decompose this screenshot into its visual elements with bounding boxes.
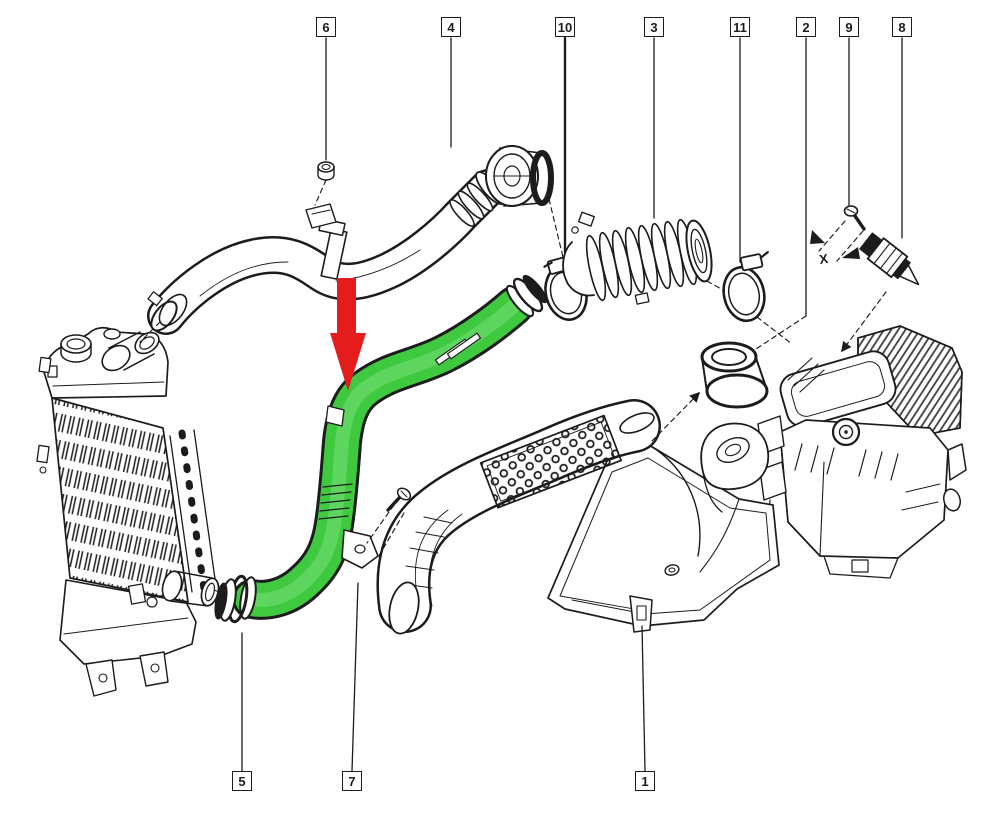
air-temp-sensor-assembly: X — [810, 205, 920, 353]
intercooler — [36, 326, 217, 697]
callout-box-8: 8 — [892, 17, 912, 37]
adapter-ring — [700, 341, 769, 409]
intercooler-inlet-port — [101, 331, 160, 372]
mounting-screw — [386, 487, 412, 512]
callout-box-10: 10 — [555, 17, 575, 37]
callout-box-5: 5 — [232, 771, 252, 791]
charge-air-hose-highlighted — [214, 274, 548, 624]
x-marker: X — [818, 251, 829, 267]
callout-box-3: 3 — [644, 17, 664, 37]
hex-nut — [317, 161, 335, 181]
hose-clamp-right — [722, 251, 769, 323]
engine-block — [757, 325, 967, 579]
callout-box-9: 9 — [839, 17, 859, 37]
air-filter-housing — [376, 399, 780, 635]
callout-box-4: 4 — [441, 17, 461, 37]
intercooler-outlet-port — [127, 570, 220, 608]
callout-box-1: 1 — [635, 771, 655, 791]
callout-box-6: 6 — [316, 17, 336, 37]
callout-box-11: 11 — [730, 17, 750, 37]
callout-box-2: 2 — [796, 17, 816, 37]
assembly-guide-lines — [139, 179, 807, 597]
intake-bellows — [562, 211, 713, 305]
leader-lines — [241, 36, 903, 772]
highlight-arrow — [330, 278, 366, 391]
callout-box-7: 7 — [342, 771, 362, 791]
